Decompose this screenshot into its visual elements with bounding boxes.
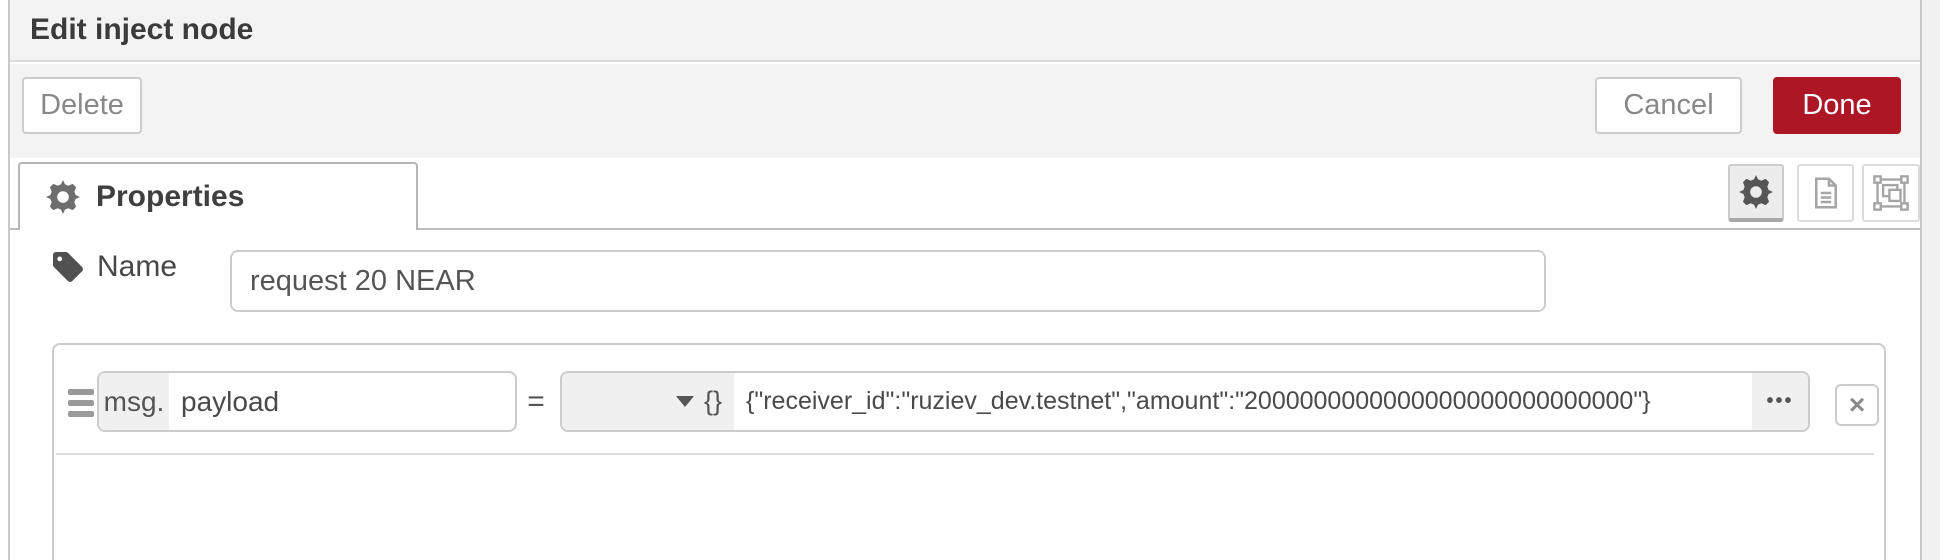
dialog-header: Edit inject node — [10, 0, 1920, 62]
gear-icon — [46, 180, 80, 214]
list-row-divider — [56, 453, 1874, 455]
remove-row-button[interactable]: × — [1835, 384, 1879, 426]
json-type-symbol: {} — [703, 386, 722, 416]
name-field-label: Name — [97, 250, 178, 283]
page-gutter — [1922, 0, 1940, 560]
dialog-right-border — [1920, 0, 1922, 560]
tab-button-node-appearance[interactable] — [1862, 164, 1920, 222]
drag-handle-icon[interactable] — [68, 389, 94, 417]
appearance-icon — [1872, 174, 1910, 212]
document-icon — [1808, 175, 1844, 211]
delete-button[interactable]: Delete — [22, 77, 142, 134]
gear-icon — [1739, 175, 1773, 209]
cancel-button[interactable]: Cancel — [1595, 77, 1742, 134]
tab-properties[interactable]: Properties — [18, 162, 418, 230]
tab-properties-label: Properties — [96, 180, 245, 213]
value-type-select-button[interactable]: {} — [562, 373, 734, 430]
caret-down-icon — [675, 396, 694, 407]
payload-value-typed-input: {} ••• — [560, 371, 1810, 432]
name-field-label-group: Name — [53, 250, 177, 284]
payload-json-input[interactable] — [734, 373, 1752, 430]
dialog-content: Properties — [10, 158, 1920, 560]
tab-button-description-document[interactable] — [1797, 164, 1854, 222]
dialog-title: Edit inject node — [30, 13, 254, 46]
expand-editor-button[interactable]: ••• — [1752, 373, 1808, 430]
msg-property-input[interactable] — [169, 373, 515, 430]
done-button[interactable]: Done — [1773, 77, 1901, 134]
tabbar-divider — [10, 228, 1920, 230]
dialog-left-border — [8, 0, 10, 560]
tag-icon — [53, 252, 83, 282]
equals-sign: = — [527, 385, 545, 418]
inject-properties-list: msg. = {} ••• × — [52, 343, 1886, 560]
name-input[interactable] — [230, 250, 1546, 312]
dialog-toolbar: Delete Cancel Done — [10, 64, 1920, 158]
msg-prefix-label: msg. — [99, 373, 169, 430]
msg-property-typed-input[interactable]: msg. — [97, 371, 517, 432]
tab-button-properties-gear[interactable] — [1728, 164, 1784, 222]
